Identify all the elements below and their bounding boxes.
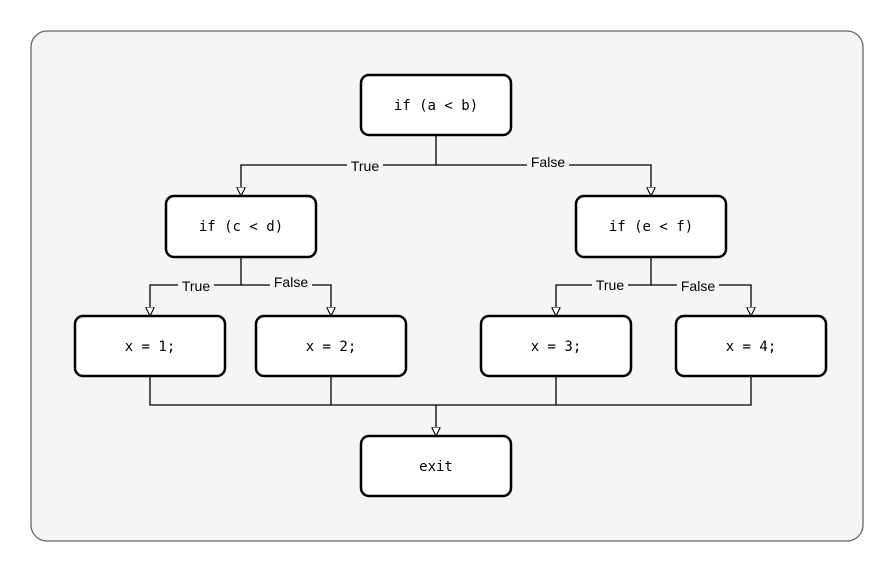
svg-text:if (a < b): if (a < b) bbox=[394, 98, 478, 114]
svg-text:False: False bbox=[681, 278, 715, 294]
node-exit: exit bbox=[359, 434, 513, 498]
svg-text:if (c < d): if (c < d) bbox=[199, 219, 283, 235]
node-cond-ab: if (a < b) bbox=[359, 73, 513, 137]
svg-text:exit: exit bbox=[419, 459, 453, 475]
svg-text:False: False bbox=[274, 274, 308, 290]
node-cond-ef: if (e < f) bbox=[574, 194, 728, 259]
edge-label-ab-false: False bbox=[527, 153, 569, 170]
svg-text:True: True bbox=[351, 158, 379, 174]
edge-merge-bus bbox=[149, 376, 752, 406]
edge-label-ef-true: True bbox=[592, 276, 628, 293]
svg-text:x = 1;: x = 1; bbox=[125, 339, 176, 355]
svg-text:True: True bbox=[596, 277, 624, 293]
diagram-container bbox=[30, 30, 864, 542]
node-assign-2: x = 2; bbox=[254, 314, 408, 378]
edge-ab-true bbox=[241, 135, 437, 195]
edge-label-cd-false: False bbox=[270, 273, 312, 290]
edge-ab-false bbox=[436, 164, 651, 195]
svg-text:x = 4;: x = 4; bbox=[726, 339, 777, 355]
node-assign-1: x = 1; bbox=[73, 314, 227, 378]
svg-text:x = 2;: x = 2; bbox=[306, 339, 357, 355]
edge-label-ab-true: True bbox=[347, 157, 383, 174]
node-assign-4: x = 4; bbox=[674, 314, 828, 378]
svg-text:x = 3;: x = 3; bbox=[531, 339, 582, 355]
svg-text:if (e < f): if (e < f) bbox=[609, 219, 693, 235]
node-cond-cd: if (c < d) bbox=[164, 194, 318, 259]
edge-label-cd-true: True bbox=[178, 277, 214, 294]
svg-text:False: False bbox=[531, 154, 565, 170]
edge-label-ef-false: False bbox=[677, 277, 719, 294]
svg-text:True: True bbox=[182, 278, 210, 294]
node-assign-3: x = 3; bbox=[479, 314, 633, 378]
